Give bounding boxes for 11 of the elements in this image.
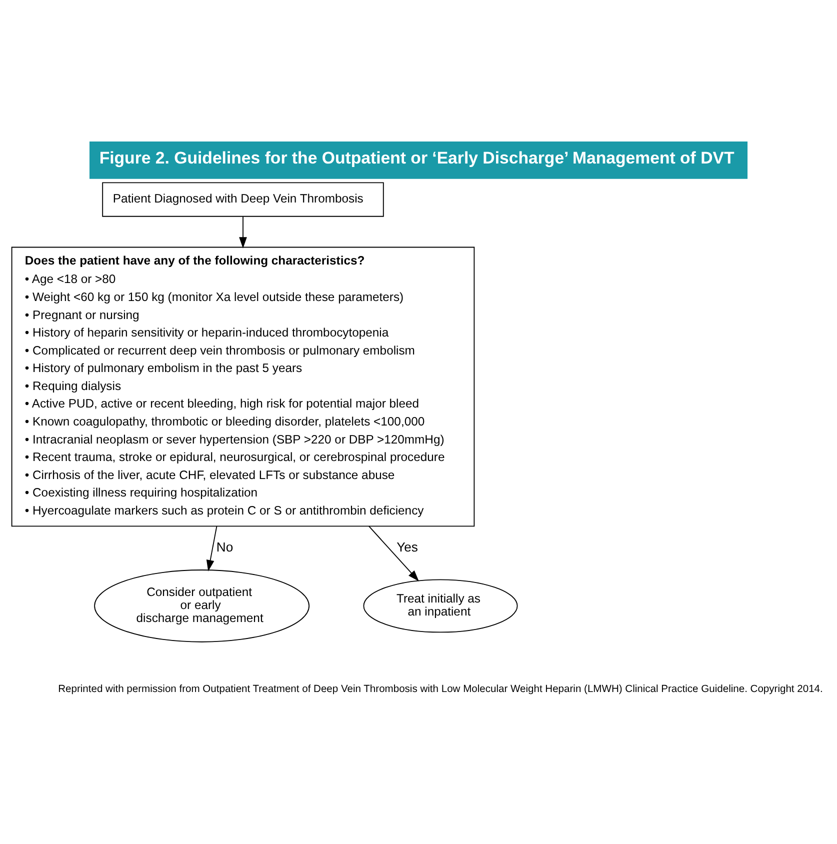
edge-label: No: [216, 540, 234, 555]
node-ellipse: Treat initially as an inpatient: [363, 579, 518, 633]
node-box: Patient Diagnosed with Deep Vein Thrombosis: [102, 182, 384, 217]
node-box: Does the patient have any of the following characteristics? • Age <18 or >80 • Weight <60 kg or 150 kg (monitor Xa level outside these parameters) • Pregnant or nursing • History of heparin sensitivity or heparin-induced thrombocytopenia • Complicated or recurrent deep vein thrombosis or pulmonary embolism • History of pulmonary embolism in the past 5 years • Requing dialysis • Active PUD, active or recent bleeding, high risk for potential major bleed • Known coagulopathy, thrombotic or bleeding disorder, platelets <100,000 • Intracranial neoplasm or sever hypertension (SBP >220 or DBP >120mmHg) • Recent trauma, stroke or epidural, neurosurgical, or cerebrospinal procedure • Cirrhosis of the liver, acute CHF, elevated LFTs or substance abuse • Coexisting illness requiring hospitalization • Hyercoagulate markers such as protein C or S or antithrombin deficiency: [11, 246, 475, 527]
caption: Reprinted with permission from Outpatient Treatment of Deep Vein Thrombosis with Low Molecular Weight Heparin (LMWH) Clinical Practice Guideline. Copyright 2014.: [58, 684, 823, 696]
diagram-title: Figure 2. Guidelines for the Outpatient or ‘Early Discharge’ Management of DVT: [99, 148, 734, 168]
arrow: [206, 526, 218, 572]
node-ellipse: Consider outpatient or early discharge management: [94, 570, 310, 642]
edge-label: Yes: [396, 540, 418, 555]
arrow: [368, 526, 419, 582]
arrow: [239, 216, 247, 248]
